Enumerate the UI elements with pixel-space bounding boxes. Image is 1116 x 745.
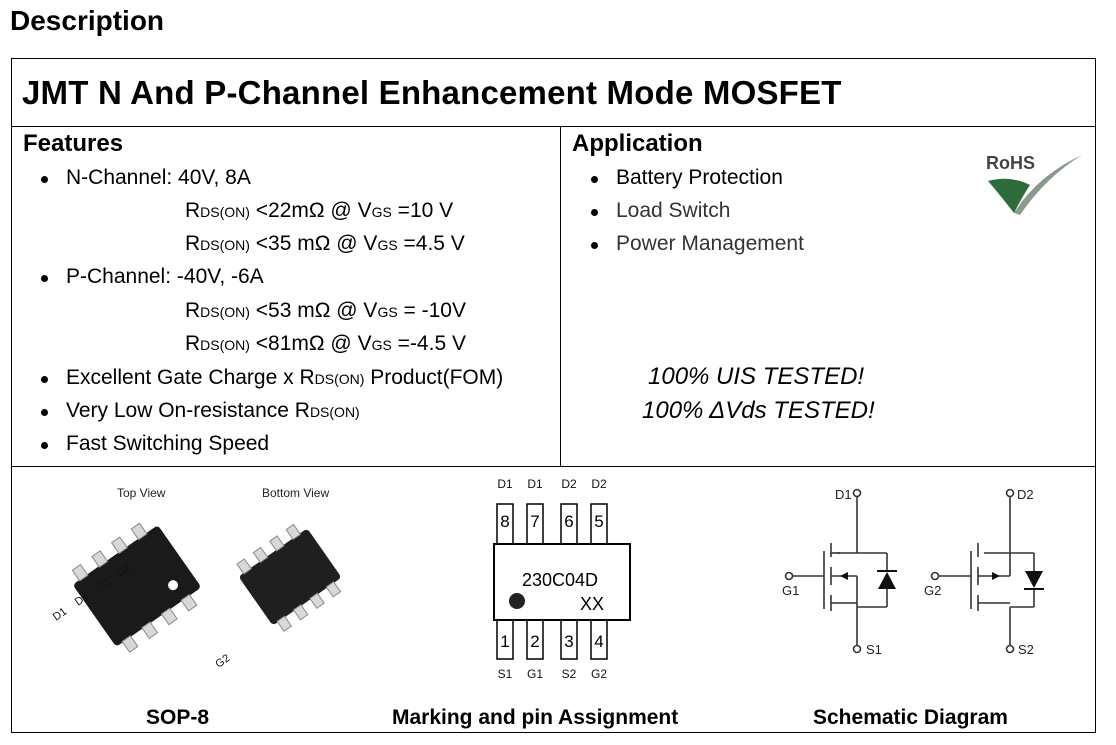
- svg-text:D1: D1: [51, 606, 69, 624]
- rohs-logo: RoHS: [986, 153, 1082, 215]
- bullet: [41, 176, 48, 183]
- svg-text:D2: D2: [591, 477, 607, 491]
- svg-text:D1: D1: [497, 477, 513, 491]
- svg-text:S2: S2: [562, 667, 577, 681]
- description-table: JMT N And P-Channel Enhancement Mode MOS…: [11, 58, 1096, 733]
- schematic-diagram: D1 G1 S1 D2 G2 S2: [782, 487, 1044, 657]
- svg-text:1: 1: [500, 632, 509, 651]
- dvds-tested: 100% ΔVds TESTED!: [642, 397, 875, 424]
- svg-text:Top View: Top View: [117, 486, 166, 500]
- bullet: [41, 442, 48, 449]
- marking-caption: Marking and pin Assignment: [392, 706, 679, 729]
- bullet: [41, 275, 48, 282]
- marking-pin-diagram: D1 D1 D2 D2 8 7 6 5 1 2 3 4 230C04D XX S…: [493, 477, 631, 681]
- svg-text:S1: S1: [498, 667, 513, 681]
- application-title: Application: [572, 130, 703, 157]
- fast-switch-feature: Fast Switching Speed: [66, 432, 270, 455]
- bullet: [591, 209, 598, 216]
- svg-text:S2: S2: [191, 667, 209, 669]
- features-title: Features: [23, 130, 124, 157]
- app-power-management: Power Management: [616, 232, 804, 255]
- svg-text:230C04D: 230C04D: [522, 570, 598, 590]
- svg-text:RoHS: RoHS: [986, 153, 1035, 173]
- p-channel-spec: P-Channel: -40V, -6A: [66, 265, 264, 288]
- fom-feature: Excellent Gate Charge x RDS(ON) Product(…: [66, 366, 504, 389]
- n-channel-spec: N-Channel: 40V, 8A: [66, 166, 251, 189]
- column-divider: [560, 127, 561, 467]
- svg-text:4: 4: [594, 632, 603, 651]
- svg-text:D2: D2: [1017, 487, 1034, 502]
- svg-text:G2: G2: [591, 667, 607, 681]
- svg-text:8: 8: [500, 512, 509, 531]
- svg-text:D2: D2: [561, 477, 577, 491]
- n-rds-10v: RDS(ON) <22mΩ @ VGS =10 V: [185, 199, 454, 222]
- svg-text:7: 7: [530, 512, 539, 531]
- sop8-package-drawing: Top View Bottom View D1 D1 D2 D2 S1 G1 S…: [51, 486, 342, 669]
- bullet: [591, 176, 598, 183]
- svg-text:S1: S1: [866, 642, 882, 657]
- svg-text:5: 5: [594, 512, 603, 531]
- title-row: JMT N And P-Channel Enhancement Mode MOS…: [12, 59, 1095, 127]
- svg-text:G2: G2: [213, 652, 232, 669]
- svg-text:Bottom View: Bottom View: [262, 486, 329, 500]
- app-battery-protection: Battery Protection: [616, 166, 783, 189]
- row-divider: [12, 466, 1095, 467]
- sop8-caption: SOP-8: [146, 706, 210, 729]
- svg-text:2: 2: [530, 632, 539, 651]
- svg-text:D1: D1: [527, 477, 543, 491]
- svg-text:6: 6: [564, 512, 573, 531]
- product-title: JMT N And P-Channel Enhancement Mode MOS…: [22, 74, 842, 111]
- app-load-switch: Load Switch: [616, 199, 731, 222]
- schematic-caption: Schematic Diagram: [813, 706, 1008, 729]
- svg-text:G2: G2: [924, 583, 941, 598]
- n-rds-4v5: RDS(ON) <35 mΩ @ VGS =4.5 V: [185, 232, 465, 255]
- uis-tested: 100% UIS TESTED!: [648, 363, 865, 390]
- p-rds-4v5: RDS(ON) <81mΩ @ VGS =-4.5 V: [185, 332, 466, 355]
- svg-text:G1: G1: [527, 667, 543, 681]
- svg-text:3: 3: [564, 632, 573, 651]
- bullet: [41, 409, 48, 416]
- svg-text:S2: S2: [1018, 642, 1034, 657]
- svg-text:D1: D1: [835, 487, 852, 502]
- bullet: [591, 242, 598, 249]
- low-on-feature: Very Low On-resistance RDS(ON): [66, 399, 360, 422]
- section-heading: Description: [10, 5, 165, 36]
- p-rds-10v: RDS(ON) <53 mΩ @ VGS = -10V: [185, 299, 466, 322]
- svg-text:XX: XX: [580, 594, 604, 614]
- bullet: [41, 376, 48, 383]
- svg-text:G1: G1: [782, 583, 799, 598]
